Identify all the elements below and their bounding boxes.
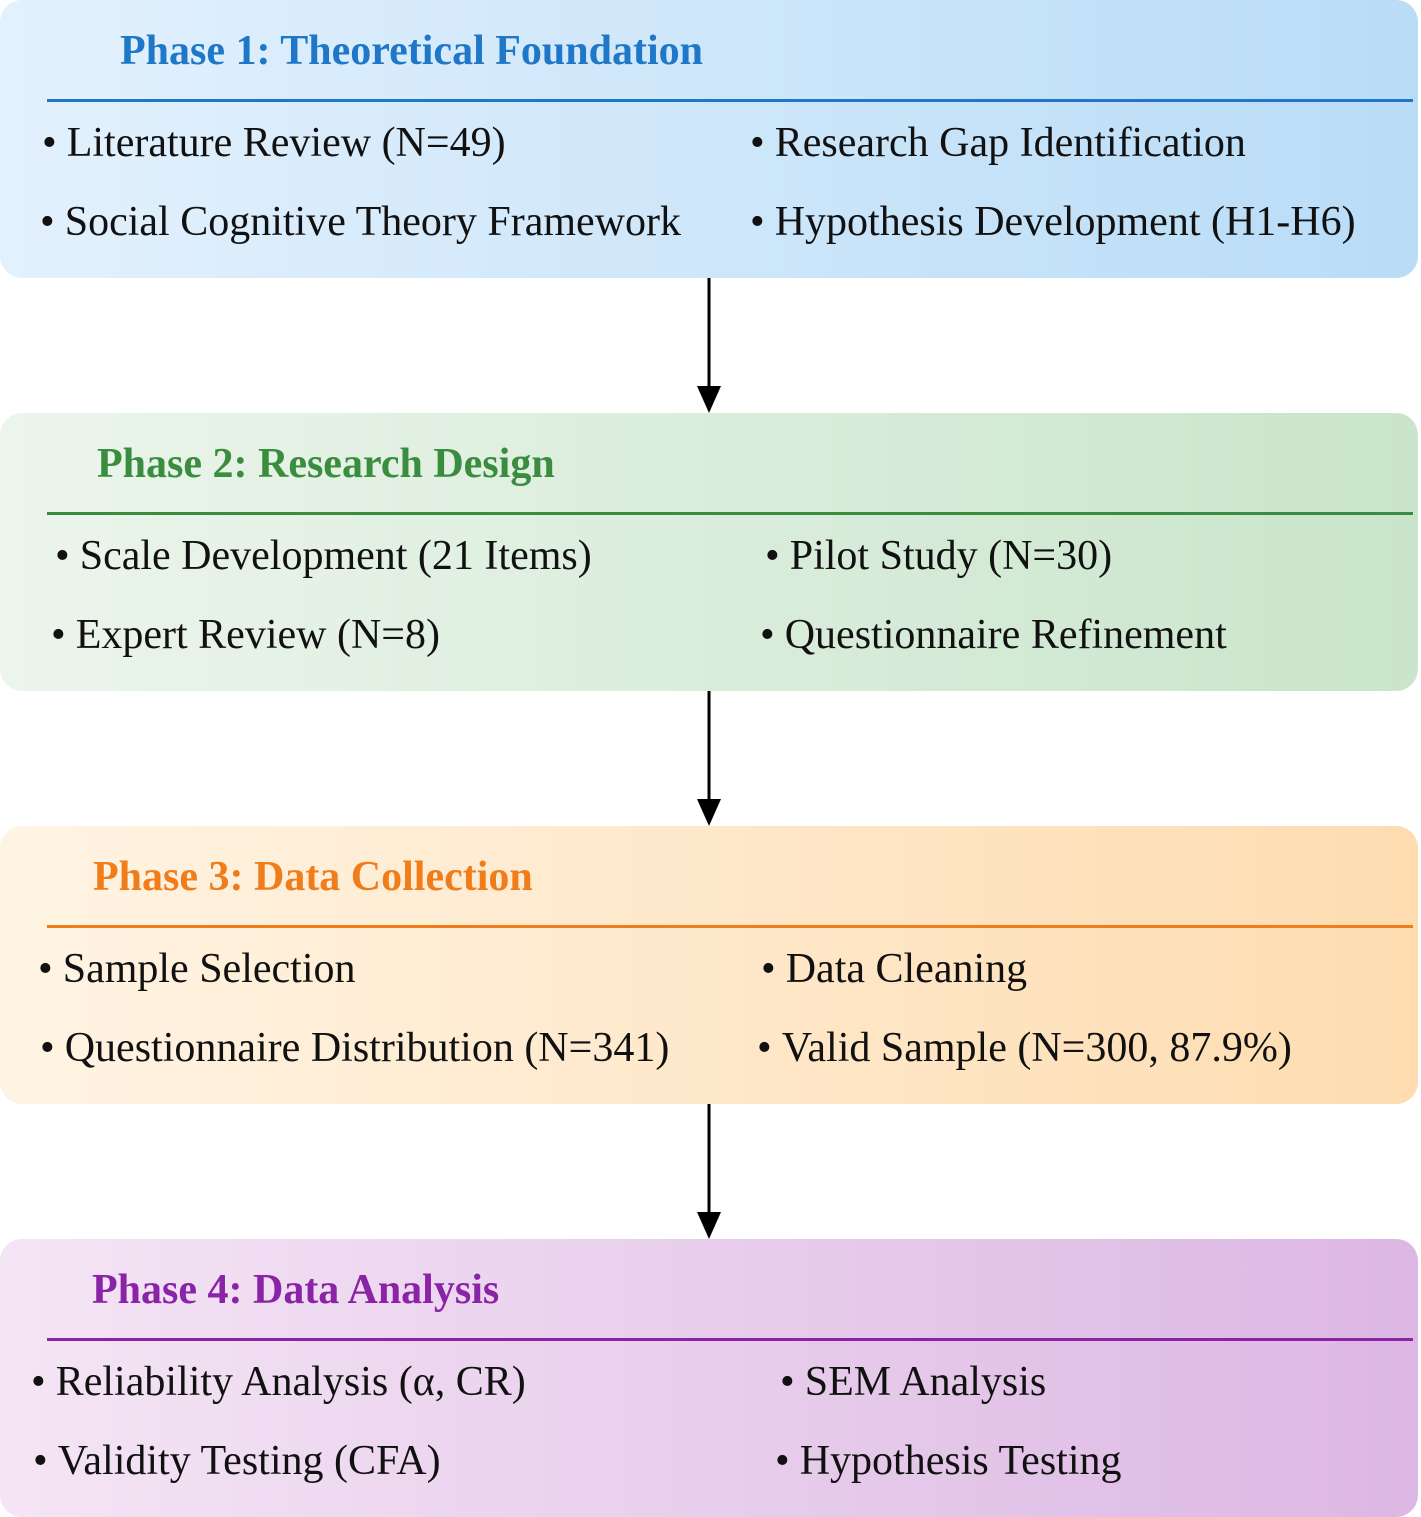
phase-1-item-4: •Hypothesis Development (H1-H6) (750, 199, 1356, 245)
phase-3-item-1: •Sample Selection (38, 946, 356, 992)
bullet-icon: • (760, 612, 775, 658)
bullet-icon: • (750, 120, 765, 166)
arrow-down-icon (697, 1104, 721, 1239)
phase-4-item-4: •Hypothesis Testing (775, 1438, 1122, 1484)
phase-1-title: Phase 1: Theoretical Foundation (120, 28, 703, 74)
bullet-icon: • (40, 199, 55, 245)
phase-4-item-1: •Reliability Analysis (α, CR) (31, 1359, 526, 1405)
phase-2-item-2: •Pilot Study (N=30) (765, 533, 1113, 579)
arrow-down-icon (697, 278, 721, 413)
phase-3-box: Phase 3: Data Collection •Sample Selecti… (0, 826, 1418, 1104)
bullet-icon: • (775, 1438, 790, 1484)
phase-1-item-1: •Literature Review (N=49) (42, 120, 506, 166)
bullet-icon: • (38, 946, 53, 992)
bullet-icon: • (780, 1359, 795, 1405)
phase-2-divider (47, 512, 1413, 515)
phase-1-item-3: •Social Cognitive Theory Framework (40, 199, 681, 245)
bullet-icon: • (42, 120, 57, 166)
bullet-icon: • (765, 533, 780, 579)
bullet-icon: • (31, 1359, 46, 1405)
phase-3-divider (47, 925, 1413, 928)
bullet-icon: • (750, 199, 765, 245)
arrow-down-icon (697, 691, 721, 826)
phase-2-item-3: •Expert Review (N=8) (51, 612, 440, 658)
phase-3-title: Phase 3: Data Collection (93, 854, 533, 900)
phase-4-item-3: •Validity Testing (CFA) (33, 1438, 441, 1484)
phase-3-item-3: •Questionnaire Distribution (N=341) (40, 1025, 670, 1071)
phase-2-box: Phase 2: Research Design •Scale Developm… (0, 413, 1418, 691)
phase-2-title: Phase 2: Research Design (97, 441, 555, 487)
phase-2-item-4: •Questionnaire Refinement (760, 612, 1227, 658)
phase-4-box: Phase 4: Data Analysis •Reliability Anal… (0, 1239, 1418, 1517)
phase-1-divider (47, 99, 1413, 102)
bullet-icon: • (33, 1438, 48, 1484)
phase-3-item-2: •Data Cleaning (761, 946, 1028, 992)
phase-4-title: Phase 4: Data Analysis (92, 1267, 500, 1313)
phase-4-item-2: •SEM Analysis (780, 1359, 1047, 1405)
bullet-icon: • (51, 612, 66, 658)
bullet-icon: • (757, 1025, 772, 1071)
bullet-icon: • (761, 946, 776, 992)
phase-2-item-1: •Scale Development (21 Items) (55, 533, 592, 579)
phase-3-item-4: •Valid Sample (N=300, 87.9%) (757, 1025, 1292, 1071)
phase-4-divider (47, 1338, 1413, 1341)
phase-1-item-2: •Research Gap Identification (750, 120, 1246, 166)
bullet-icon: • (40, 1025, 55, 1071)
phase-1-box: Phase 1: Theoretical Foundation •Literat… (0, 0, 1418, 278)
bullet-icon: • (55, 533, 70, 579)
